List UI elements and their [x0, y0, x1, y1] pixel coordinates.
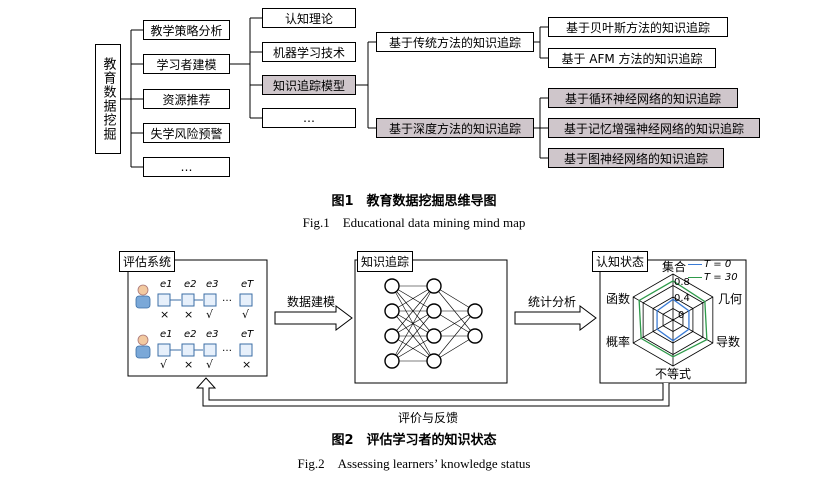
exercise-label: eT — [241, 279, 254, 290]
exercise-label: e2 — [184, 329, 197, 340]
feedback-label: 评价与反馈 — [398, 411, 459, 425]
level2-label: 认知理论 — [284, 11, 333, 26]
exercise-icon — [157, 343, 171, 357]
level4-label: 基于贝叶斯方法的知识追踪 — [565, 20, 710, 35]
arrow-data-modeling — [274, 305, 353, 331]
radar-axis-label: 集合 — [662, 260, 687, 274]
cognitive-state-title: 认知状态 — [592, 251, 649, 272]
radar-chart — [632, 273, 714, 367]
level4-label: 基于 AFM 方法的知识追踪 — [561, 51, 703, 66]
radar-legend: T = 0 T = 30 — [688, 258, 738, 284]
exercise-icon — [239, 343, 253, 357]
legend-swatch-t0 — [688, 264, 702, 265]
exercise-icon — [239, 293, 253, 307]
exercise-label: e3 — [206, 279, 219, 290]
neural-network-nodes — [384, 278, 483, 369]
answer-mark: √ — [160, 358, 168, 371]
level3-node-highlighted: 基于深度方法的知识追踪 — [376, 118, 534, 138]
level4-label: 基于记忆增强神经网络的知识追踪 — [563, 121, 744, 136]
arrow-statistical-analysis-label: 统计分析 — [528, 295, 577, 309]
level1-label: 失学风险预警 — [150, 126, 223, 141]
radar-axis-label: 几何 — [718, 292, 743, 306]
radar-spoke — [672, 296, 714, 321]
figure2-graphics — [127, 259, 747, 407]
radar-series-t30 — [638, 280, 708, 358]
level2-node-highlighted: 知识追踪模型 — [262, 75, 356, 95]
feedback-loop — [195, 377, 670, 407]
root-node-label: 教育数据挖掘 — [100, 57, 116, 141]
level4-label: 基于图神经网络的知识追踪 — [563, 151, 708, 166]
exercise-icon — [157, 293, 171, 307]
level1-node: 学习者建模 — [143, 54, 230, 74]
radar-tick-label: 0.4 — [674, 293, 690, 304]
exercise-label: … — [222, 343, 232, 354]
exercise-icon — [181, 343, 195, 357]
level2-label: … — [303, 111, 315, 125]
figure1-caption-cn: 图1 教育数据挖掘思维导图 — [331, 194, 497, 209]
answer-mark: × — [184, 308, 194, 321]
root-node: 教育数据挖掘 — [95, 44, 121, 154]
learner-icon — [135, 334, 151, 359]
level1-node: 失学风险预警 — [143, 123, 230, 143]
level4-node-highlighted: 基于记忆增强神经网络的知识追踪 — [548, 118, 760, 138]
radar-axis-label: 概率 — [606, 335, 631, 349]
legend-swatch-t30 — [688, 277, 702, 278]
radar-axis-label: 导数 — [716, 335, 741, 349]
learner-icon — [135, 284, 151, 309]
radar-axis-label: 函数 — [606, 292, 631, 306]
answer-mark: √ — [206, 358, 214, 371]
exercise-icon — [203, 343, 217, 357]
level1-label: 教学策略分析 — [150, 23, 223, 38]
arrow-data-modeling-label: 数据建模 — [287, 295, 336, 309]
exercise-label: eT — [241, 329, 254, 340]
figure2-caption-en: Fig.2 Assessing learners’ knowledge stat… — [297, 456, 531, 471]
level2-node: 机器学习技术 — [262, 42, 356, 62]
level4-node: 基于 AFM 方法的知识追踪 — [548, 48, 716, 68]
level1-label: … — [180, 160, 193, 174]
exercise-icon — [181, 293, 195, 307]
level4-label: 基于循环神经网络的知识追踪 — [564, 91, 721, 106]
radar-tick-label: 0.8 — [674, 277, 690, 288]
answer-mark: √ — [206, 308, 214, 321]
level3-label: 基于传统方法的知识追踪 — [388, 35, 521, 50]
level1-node: 教学策略分析 — [143, 20, 230, 40]
level4-node: 基于贝叶斯方法的知识追踪 — [548, 17, 728, 37]
radar-spoke — [632, 319, 674, 344]
answer-mark: √ — [242, 308, 250, 321]
answer-mark: × — [160, 308, 170, 321]
level2-node: … — [262, 108, 356, 128]
radar-tick-label: 0 — [678, 310, 685, 321]
level3-label: 基于深度方法的知识追踪 — [388, 121, 521, 136]
level2-label: 机器学习技术 — [272, 45, 345, 60]
level4-node-highlighted: 基于循环神经网络的知识追踪 — [548, 88, 738, 108]
answer-mark: × — [242, 358, 252, 371]
knowledge-tracing-title: 知识追踪 — [357, 251, 414, 272]
legend-label: T = 30 — [704, 272, 738, 283]
exercise-label: e2 — [184, 279, 197, 290]
level2-node: 认知理论 — [262, 8, 356, 28]
level3-node: 基于传统方法的知识追踪 — [376, 32, 534, 52]
legend-label: T = 0 — [704, 259, 732, 270]
exercise-icon — [203, 293, 217, 307]
mind-map-connectors — [121, 17, 548, 168]
eval-system-frame — [127, 259, 268, 377]
level4-node-highlighted: 基于图神经网络的知识追踪 — [548, 148, 724, 168]
level2-label: 知识追踪模型 — [272, 78, 345, 93]
exercise-label: … — [222, 293, 232, 304]
figure1-caption-en: Fig.1 Educational data mining mind map — [302, 215, 526, 230]
exercise-label: e1 — [160, 279, 173, 290]
eval-system-title: 评估系统 — [119, 251, 176, 272]
level1-node: 资源推荐 — [143, 89, 230, 109]
level1-label: 资源推荐 — [162, 92, 211, 107]
level1-node: … — [143, 157, 230, 177]
radar-series-t0 — [656, 298, 690, 342]
figure2-caption-cn: 图2 评估学习者的知识状态 — [331, 433, 497, 448]
exercise-label: e3 — [206, 329, 219, 340]
level1-label: 学习者建模 — [156, 57, 217, 72]
radar-axis-label: 不等式 — [655, 367, 692, 381]
arrow-statistical-analysis — [514, 305, 597, 331]
exercise-label: e1 — [160, 329, 173, 340]
answer-mark: × — [184, 358, 194, 371]
neural-network-edges — [391, 285, 476, 362]
